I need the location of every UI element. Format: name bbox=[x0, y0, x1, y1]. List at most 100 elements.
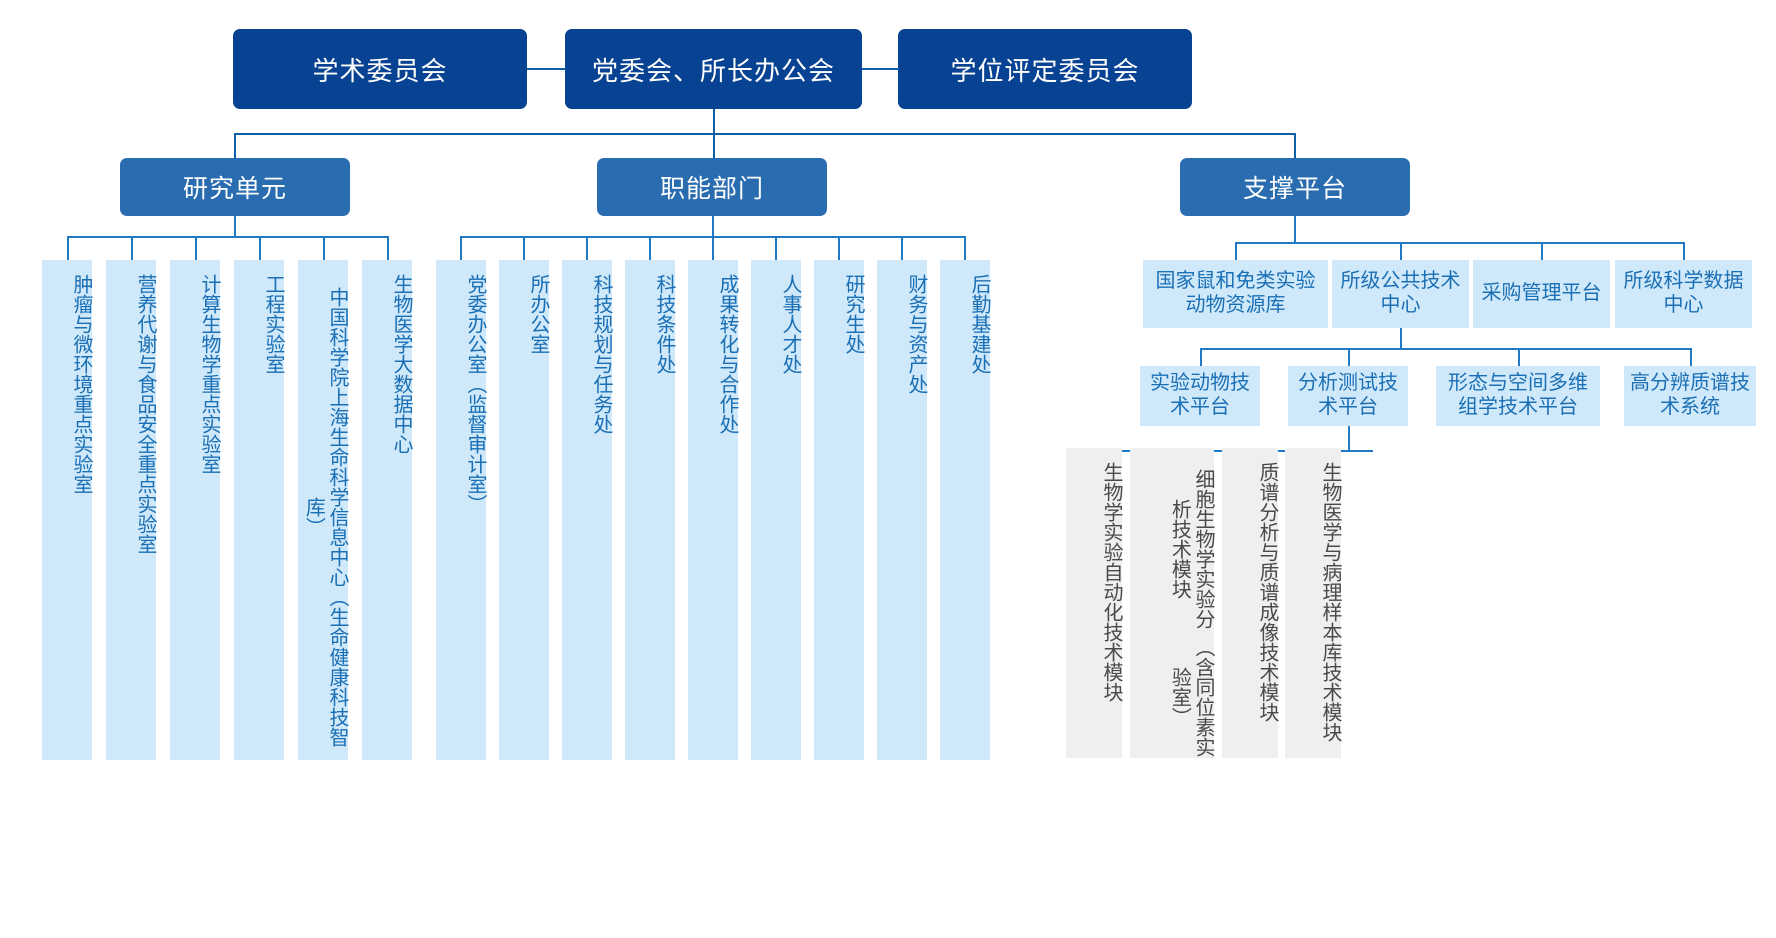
connector-platform1-drop-1 bbox=[1400, 242, 1402, 260]
connector-functional-drop-5 bbox=[775, 236, 777, 260]
leaf-research-4-label: 中国科学院上海生命科学信息中心（生命健康科技智库） bbox=[302, 287, 348, 747]
connector-main-bus bbox=[234, 133, 1296, 135]
connector-functional-drop-8 bbox=[964, 236, 966, 260]
platform-row2-box-3-label: 高分辨质谱技术系统 bbox=[1630, 372, 1750, 418]
leaf-functional-0[interactable]: 党委办公室（监督审计室） bbox=[436, 260, 486, 760]
connector-center-stem bbox=[713, 109, 715, 187]
platform-row1-box-1[interactable]: 所级公共技术中心 bbox=[1332, 260, 1469, 328]
leaf-functional-0-label: 党委办公室（监督审计室） bbox=[464, 274, 486, 514]
platform-row2-box-0[interactable]: 实验动物技术平台 bbox=[1140, 366, 1260, 426]
connector-platform2-drop-1 bbox=[1348, 348, 1350, 366]
connector-functional-drop-0 bbox=[460, 236, 462, 260]
leaf-research-2-label: 计算生物学重点实验室 bbox=[198, 274, 220, 474]
connector-top-left bbox=[527, 68, 566, 70]
level2-box-research-unit[interactable]: 研究单元 bbox=[120, 158, 350, 216]
leaf-functional-1-label: 所办公室 bbox=[527, 274, 549, 354]
module-box-1[interactable]: 细胞生物学实验分析技术模块 （含同位素实验室） bbox=[1130, 448, 1214, 758]
platform-row1-box-2[interactable]: 采购管理平台 bbox=[1473, 260, 1610, 328]
leaf-functional-2[interactable]: 科技规划与任务处 bbox=[562, 260, 612, 760]
connector-functional-drop-4 bbox=[712, 236, 714, 260]
connector-modules-stem bbox=[1348, 426, 1350, 450]
connector-research-bus bbox=[67, 236, 388, 238]
connector-platform1-drop-2 bbox=[1541, 242, 1543, 260]
connector-platform2-drop-0 bbox=[1200, 348, 1202, 366]
leaf-research-3-label: 工程实验室 bbox=[262, 274, 284, 374]
platform-row2-box-3[interactable]: 高分辨质谱技术系统 bbox=[1624, 366, 1756, 426]
connector-top-right bbox=[862, 68, 899, 70]
leaf-research-5-label: 生物医学大数据中心 bbox=[390, 274, 412, 454]
module-box-1-label: 细胞生物学实验分析技术模块 bbox=[1168, 469, 1214, 630]
level2-box-functional-department[interactable]: 职能部门 bbox=[597, 158, 827, 216]
leaf-functional-7[interactable]: 财务与资产处 bbox=[877, 260, 927, 760]
platform-row2-box-2-label: 形态与空间多维组学技术平台 bbox=[1448, 372, 1588, 418]
top-box-academic-committee[interactable]: 学术委员会 bbox=[233, 29, 527, 109]
connector-research-drop-2 bbox=[195, 236, 197, 260]
connector-research-drop-1 bbox=[131, 236, 133, 260]
connector-research-drop-0 bbox=[67, 236, 69, 260]
connector-platform2-bus bbox=[1200, 348, 1690, 350]
connector-platform1-drop-0 bbox=[1235, 242, 1237, 260]
connector-functional-drop-2 bbox=[586, 236, 588, 260]
platform-row1-box-2-label: 采购管理平台 bbox=[1481, 282, 1602, 305]
top-box-degree-committee-label: 学位评定委员会 bbox=[950, 55, 1140, 86]
top-box-party-director-committee[interactable]: 党委会、所长办公会 bbox=[565, 29, 862, 109]
leaf-functional-7-label: 财务与资产处 bbox=[905, 274, 927, 394]
level2-box-functional-department-label: 职能部门 bbox=[659, 175, 764, 203]
top-box-academic-committee-label: 学术委员会 bbox=[312, 55, 448, 86]
connector-functional-drop-6 bbox=[838, 236, 840, 260]
connector-platform2-drop-3 bbox=[1690, 348, 1692, 366]
leaf-functional-3-label: 科技条件处 bbox=[653, 274, 675, 374]
leaf-research-2[interactable]: 计算生物学重点实验室 bbox=[170, 260, 220, 760]
module-box-3[interactable]: 生物医学与病理样本库技术模块 bbox=[1285, 448, 1341, 758]
connector-research-stem bbox=[234, 216, 236, 236]
leaf-functional-8[interactable]: 后勤基建处 bbox=[940, 260, 990, 760]
connector-platform-bus bbox=[1235, 242, 1683, 244]
connector-research-drop-5 bbox=[387, 236, 389, 260]
module-box-1-sublabel: （含同位素实验室） bbox=[1168, 637, 1214, 758]
leaf-functional-3[interactable]: 科技条件处 bbox=[625, 260, 675, 760]
connector-functional-drop-3 bbox=[649, 236, 651, 260]
platform-row2-box-1[interactable]: 分析测试技术平台 bbox=[1288, 366, 1408, 426]
leaf-research-0[interactable]: 肿瘤与微环境重点实验室 bbox=[42, 260, 92, 760]
connector-platform2-drop-2 bbox=[1518, 348, 1520, 366]
platform-row1-box-3[interactable]: 所级科学数据中心 bbox=[1615, 260, 1752, 328]
leaf-research-3[interactable]: 工程实验室 bbox=[234, 260, 284, 760]
connector-functional-drop-1 bbox=[523, 236, 525, 260]
leaf-functional-2-label: 科技规划与任务处 bbox=[590, 274, 612, 434]
leaf-functional-6-label: 研究生处 bbox=[842, 274, 864, 354]
leaf-functional-4-label: 成果转化与合作处 bbox=[716, 274, 738, 434]
platform-row1-box-3-label: 所级科学数据中心 bbox=[1623, 270, 1744, 316]
platform-row2-box-0-label: 实验动物技术平台 bbox=[1150, 372, 1250, 418]
connector-platform-stem bbox=[1294, 216, 1296, 242]
connector-research-drop-3 bbox=[259, 236, 261, 260]
connector-bus-to-research bbox=[234, 133, 236, 158]
leaf-functional-6[interactable]: 研究生处 bbox=[814, 260, 864, 760]
module-box-2[interactable]: 质谱分析与质谱成像技术模块 bbox=[1222, 448, 1278, 758]
platform-row2-box-1-label: 分析测试技术平台 bbox=[1298, 372, 1398, 418]
level2-box-support-platform[interactable]: 支撑平台 bbox=[1180, 158, 1410, 216]
module-box-2-label: 质谱分析与质谱成像技术模块 bbox=[1256, 462, 1278, 722]
level2-box-support-platform-label: 支撑平台 bbox=[1242, 175, 1347, 203]
platform-row1-box-0[interactable]: 国家鼠和免类实验动物资源库 bbox=[1143, 260, 1328, 328]
module-box-0[interactable]: 生物学实验自动化技术模块 bbox=[1066, 448, 1122, 758]
leaf-research-5[interactable]: 生物医学大数据中心 bbox=[362, 260, 412, 760]
module-box-0-label: 生物学实验自动化技术模块 bbox=[1100, 462, 1122, 702]
leaf-research-1[interactable]: 营养代谢与食品安全重点实验室 bbox=[106, 260, 156, 760]
leaf-functional-5[interactable]: 人事人才处 bbox=[751, 260, 801, 760]
module-box-3-label: 生物医学与病理样本库技术模块 bbox=[1319, 462, 1341, 742]
leaf-research-1-label: 营养代谢与食品安全重点实验室 bbox=[134, 274, 156, 554]
platform-row2-box-2[interactable]: 形态与空间多维组学技术平台 bbox=[1436, 366, 1600, 426]
connector-functional-drop-7 bbox=[901, 236, 903, 260]
connector-platform2-stem bbox=[1400, 328, 1402, 348]
connector-research-drop-4 bbox=[323, 236, 325, 260]
connector-platform1-drop-3 bbox=[1683, 242, 1685, 260]
leaf-functional-1[interactable]: 所办公室 bbox=[499, 260, 549, 760]
platform-row1-box-0-label: 国家鼠和免类实验动物资源库 bbox=[1155, 270, 1316, 316]
platform-row1-box-1-label: 所级公共技术中心 bbox=[1340, 270, 1461, 316]
leaf-functional-4[interactable]: 成果转化与合作处 bbox=[688, 260, 738, 760]
level2-box-research-unit-label: 研究单元 bbox=[182, 175, 287, 203]
leaf-research-4[interactable]: 中国科学院上海生命科学信息中心（生命健康科技智库） bbox=[298, 260, 348, 760]
leaf-research-0-label: 肿瘤与微环境重点实验室 bbox=[70, 274, 92, 494]
top-box-degree-committee[interactable]: 学位评定委员会 bbox=[898, 29, 1192, 109]
